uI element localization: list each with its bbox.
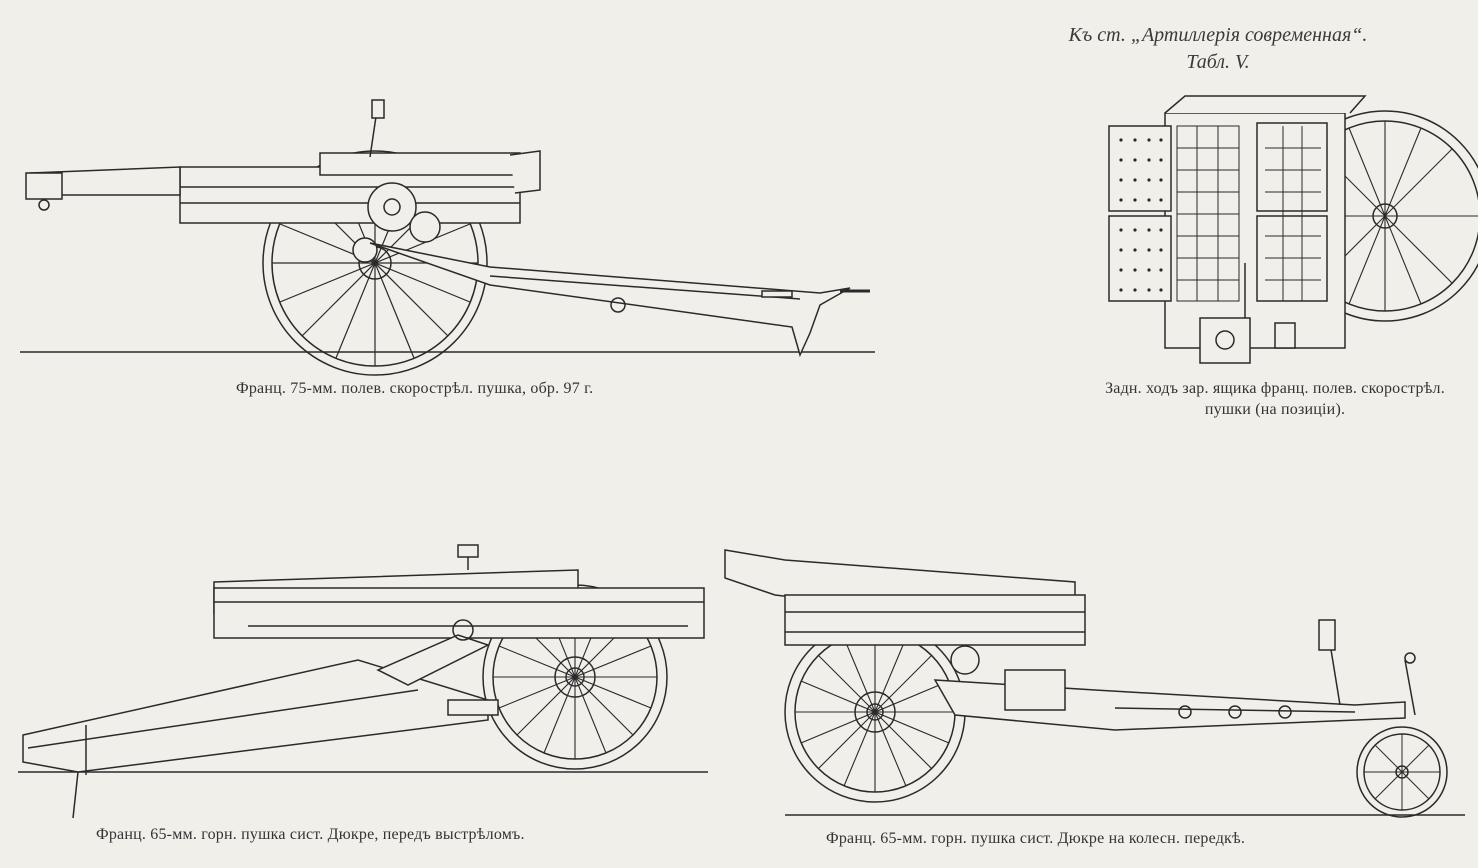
plate-header: Къ ст. „Артиллерія современная“. Табл. V… [1008,22,1428,76]
caption-75mm-field-gun: Франц. 75-мм. полев. скорострѣл. пушка, … [236,380,594,397]
figure-65mm-mountain-gun-firing [18,540,718,820]
table-number: Табл. V. [1186,51,1250,73]
figure-75mm-field-gun [20,95,880,360]
caption-caisson-rear: Задн. ходъ зар. ящика франц. полев. скор… [1105,380,1445,418]
article-reference: Къ ст. „Артиллерія современная“. [1068,24,1368,46]
figure-caisson-rear [1105,88,1450,373]
figure-65mm-mountain-gun-limber [715,540,1470,820]
caption-65mm-gun-firing: Франц. 65-мм. горн. пушка сист. Дюкре, п… [96,826,525,843]
caption-65mm-gun-limber: Франц. 65-мм. горн. пушка сист. Дюкре на… [826,830,1246,847]
